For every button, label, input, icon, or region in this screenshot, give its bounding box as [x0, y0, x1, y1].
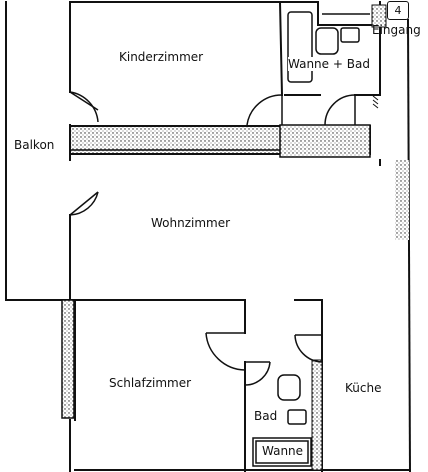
toilet-lower	[277, 374, 301, 401]
room-label-bedroom: Schlafzimmer	[109, 376, 192, 390]
sink-lower	[287, 409, 307, 425]
bathtub-lower	[252, 437, 312, 467]
room-label-bath-with-tub: Wanne + Bad	[288, 57, 370, 71]
room-label-bath: Bad	[254, 409, 278, 423]
room-label-children-room: Kinderzimmer	[119, 50, 204, 64]
room-label-entrance: Eingang	[372, 23, 421, 37]
room-label-kitchen: Küche	[345, 381, 382, 395]
unit-number-badge: 4	[387, 1, 409, 20]
room-label-tub: Wanne	[262, 444, 304, 458]
door-balcony	[69, 191, 99, 216]
toilet-upper	[315, 27, 339, 55]
bathtub-upper	[287, 11, 313, 83]
sink-upper	[340, 27, 360, 43]
room-label-living-room: Wohnzimmer	[151, 216, 231, 230]
room-label-balcony: Balkon	[14, 138, 55, 152]
